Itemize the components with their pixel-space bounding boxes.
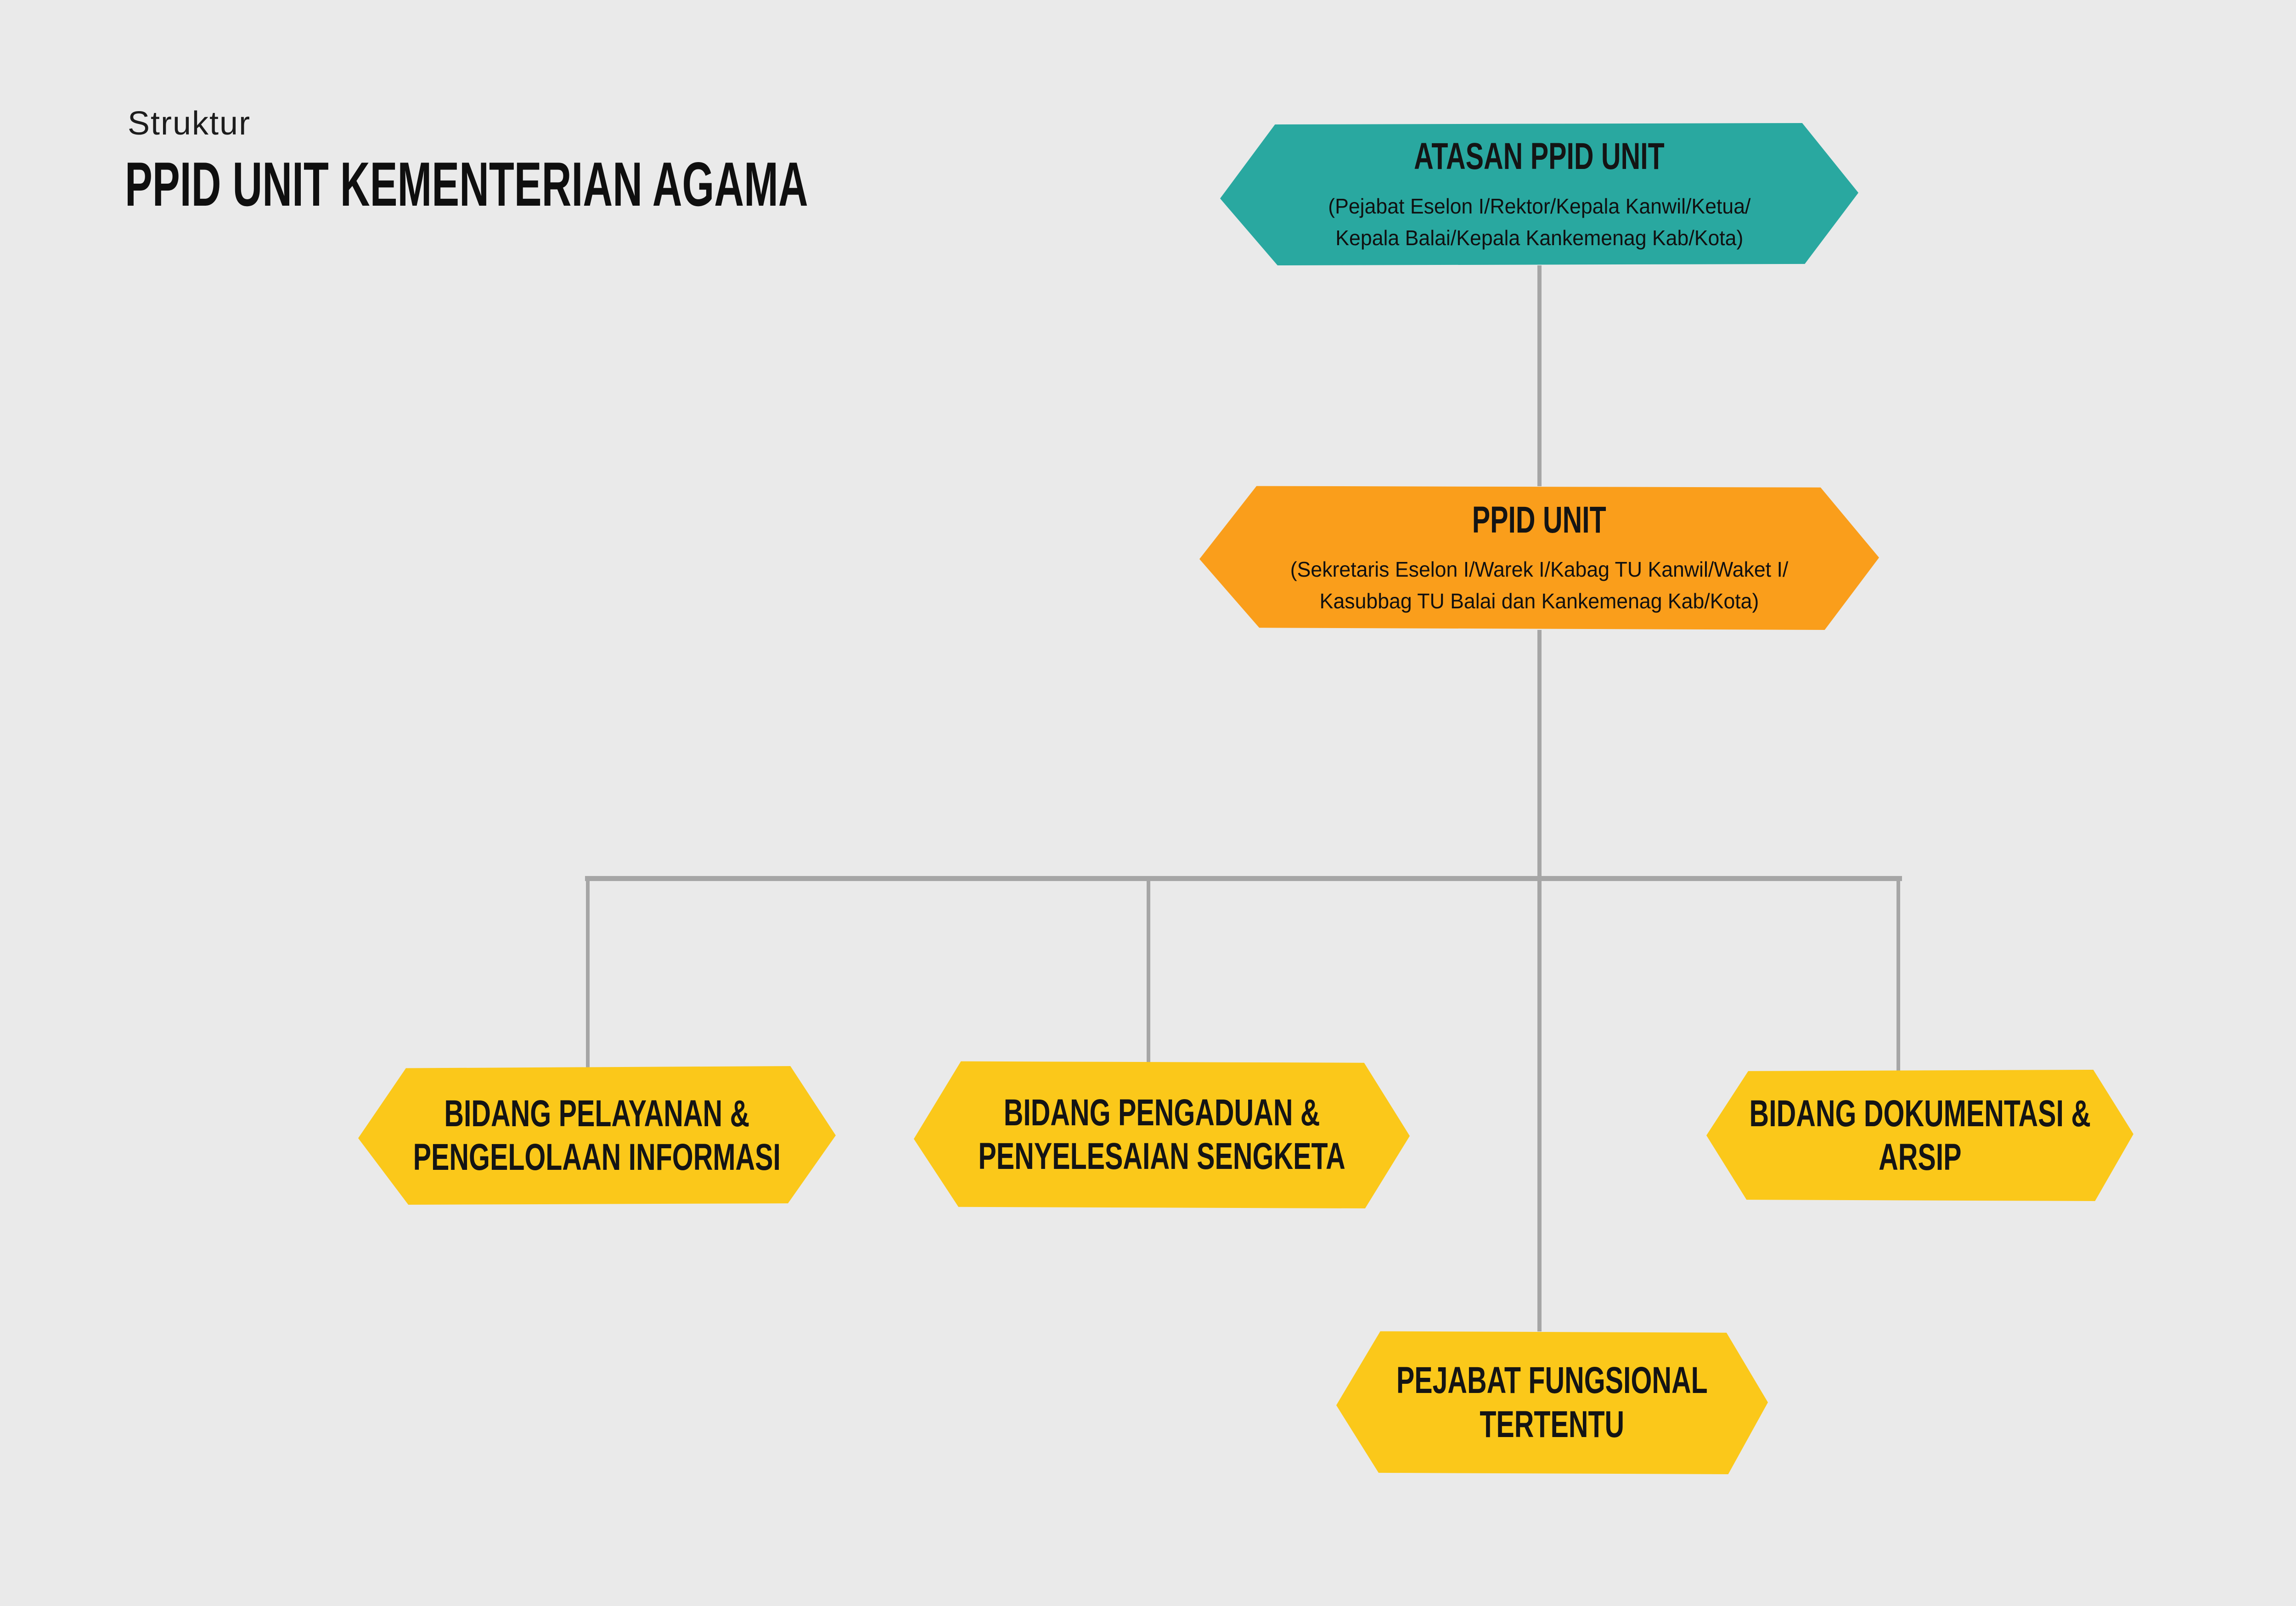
node-title-line-1: BIDANG PENGADUAN & — [1003, 1091, 1320, 1134]
node-bidang-dokumentasi-arsip: BIDANG DOKUMENTASI & ARSIP — [1706, 1070, 2133, 1201]
connector-drop-pelayanan — [586, 879, 590, 1068]
connector-drop-pengaduan — [1147, 879, 1150, 1062]
node-title-line-2: PENYELESAIAN SENGKETA — [978, 1135, 1345, 1177]
node-title: PEJABAT FUNGSIONAL TERTENTU — [1396, 1359, 1708, 1446]
node-title: BIDANG DOKUMENTASI & ARSIP — [1749, 1092, 2090, 1179]
node-subtitle: (Sekretaris Eselon I/Warek I/Kabag TU Ka… — [1290, 554, 1789, 617]
node-subtitle-line-1: (Sekretaris Eselon I/Warek I/Kabag TU Ka… — [1290, 557, 1789, 582]
node-title: BIDANG PENGADUAN & PENYELESAIAN SENGKETA — [978, 1091, 1345, 1178]
node-subtitle-line-1: (Pejabat Eselon I/Rektor/Kepala Kanwil/K… — [1328, 194, 1751, 218]
node-subtitle-line-2: Kepala Balai/Kepala Kankemenag Kab/Kota) — [1335, 225, 1744, 250]
node-title: PPID UNIT — [1472, 499, 1606, 541]
node-title-line-1: BIDANG DOKUMENTASI & — [1749, 1092, 2091, 1134]
page-eyebrow: Struktur — [128, 105, 251, 142]
connector-atasan-to-ppid — [1537, 265, 1542, 486]
node-subtitle-line-2: Kasubbag TU Balai dan Kankemenag Kab/Kot… — [1319, 589, 1759, 613]
node-subtitle: (Pejabat Eselon I/Rektor/Kepala Kanwil/K… — [1328, 191, 1750, 254]
node-pejabat-fungsional-tertentu: PEJABAT FUNGSIONAL TERTENTU — [1336, 1331, 1768, 1474]
node-bidang-pengaduan-penyelesaian-sengketa: BIDANG PENGADUAN & PENYELESAIAN SENGKETA — [914, 1061, 1410, 1208]
connector-ppid-to-fungsional — [1537, 630, 1542, 1331]
node-title-line-2: PENGELOLAAN INFORMASI — [413, 1136, 781, 1178]
node-title-line-2: ARSIP — [1878, 1136, 1962, 1178]
node-bidang-pelayanan-pengelolaan-informasi: BIDANG PELAYANAN & PENGELOLAAN INFORMASI — [358, 1066, 836, 1205]
node-ppid-unit: PPID UNIT (Sekretaris Eselon I/Warek I/K… — [1199, 486, 1879, 630]
connector-horizontal-bar — [585, 876, 1902, 881]
node-title-line-1: BIDANG PELAYANAN & — [444, 1092, 750, 1134]
node-title: BIDANG PELAYANAN & PENGELOLAAN INFORMASI — [413, 1092, 781, 1179]
node-atasan-ppid-unit: ATASAN PPID UNIT (Pejabat Eselon I/Rekto… — [1220, 123, 1858, 265]
node-title: ATASAN PPID UNIT — [1414, 135, 1665, 178]
node-title-line-2: TERTENTU — [1480, 1403, 1625, 1445]
node-title-line-1: PEJABAT FUNGSIONAL — [1396, 1359, 1708, 1402]
page-title: PPID UNIT KEMENTERIAN AGAMA — [125, 149, 808, 219]
connector-drop-dokumentasi — [1896, 879, 1900, 1072]
